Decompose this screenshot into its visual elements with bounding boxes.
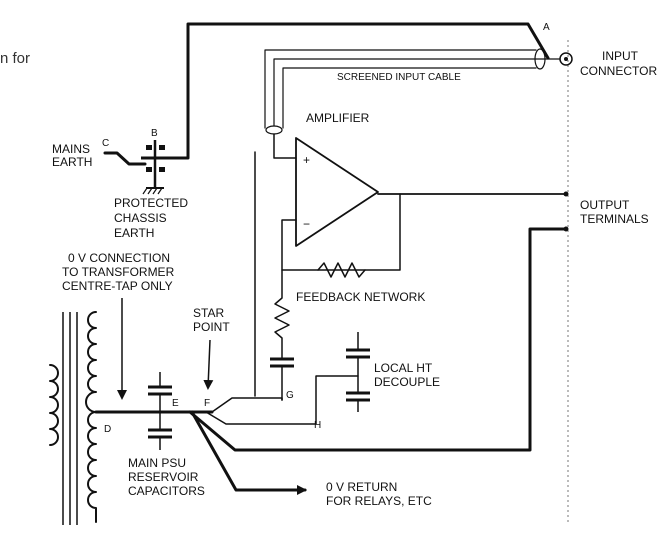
- output-terminals-label-1: OUTPUT: [580, 198, 630, 212]
- output-return-wire: [188, 227, 568, 452]
- g-return-wire: [211, 397, 283, 413]
- chassis-ground-wire: [165, 22, 550, 160]
- zero-v-return-wire: [190, 410, 307, 495]
- input-connector-label-2: CONNECTOR: [580, 64, 657, 78]
- node-g-label: G: [286, 390, 294, 401]
- output-terminal-dot: [563, 191, 569, 197]
- zero-v-return-label-2: FOR RELAYS, ETC: [326, 494, 432, 508]
- screened-cable-label: SCREENED INPUT CABLE: [337, 72, 461, 83]
- star-point-label-2: POINT: [193, 320, 230, 334]
- mains-earth-label-1: MAINS: [52, 142, 90, 156]
- node-b-label: B: [151, 128, 158, 139]
- local-ht-label-2: DECOUPLE: [374, 375, 440, 389]
- main-psu-label-1: MAIN PSU: [128, 456, 186, 470]
- chassis-label-3: EARTH: [114, 226, 154, 240]
- cropped-caption-fragment: n for: [0, 50, 30, 67]
- star-point-pointer-arrow: [203, 339, 214, 390]
- input-connector-symbol: [559, 52, 573, 66]
- node-a-label: A: [543, 22, 550, 33]
- node-d-label: D: [104, 424, 111, 435]
- minus-sign: −: [303, 217, 310, 231]
- local-ht-label-1: LOCAL HT: [374, 361, 433, 375]
- feedback-loop-wire: [281, 193, 401, 271]
- main-psu-label-2: RESERVOIR: [128, 470, 199, 484]
- feedback-resistor-horizontal: [317, 262, 366, 278]
- node-c-label: C: [102, 138, 109, 149]
- plus-input-wire: [273, 133, 297, 159]
- chassis-label-1: PROTECTED: [114, 196, 188, 210]
- star-point-label-1: STAR: [193, 306, 224, 320]
- chassis-earth-symbol: [141, 140, 169, 195]
- amplifier-label: AMPLIFIER: [306, 111, 370, 125]
- screened-input-cable: [264, 48, 561, 135]
- node-e-label: E: [172, 398, 179, 409]
- output-terminals-label-2: TERMINALS: [580, 212, 649, 226]
- mains-earth-wire: [103, 151, 147, 166]
- zero-v-connection-label-3: CENTRE-TAP ONLY: [62, 279, 173, 293]
- mains-earth-label-2: EARTH: [52, 155, 92, 169]
- main-psu-capacitors: [148, 372, 172, 450]
- zero-v-connection-label-1: 0 V CONNECTION: [68, 251, 170, 265]
- feedback-network-label: FEEDBACK NETWORK: [296, 290, 425, 304]
- chassis-label-2: CHASSIS: [114, 211, 167, 225]
- input-connector-label-1: INPUT: [602, 49, 639, 63]
- plus-sign: +: [303, 153, 310, 167]
- local-ht-decouple-capacitors: [346, 332, 370, 412]
- node-f-label: F: [204, 398, 210, 409]
- node-h-label: H: [314, 420, 321, 431]
- amplifier-symbol: [295, 137, 379, 247]
- main-psu-label-3: CAPACITORS: [128, 484, 205, 498]
- output-terminal-dot-2: [563, 226, 569, 232]
- zero-v-return-label-1: 0 V RETURN: [326, 480, 397, 494]
- transformer-symbol: [49, 311, 97, 525]
- feedback-resistor-vertical: [274, 269, 290, 359]
- feedback-capacitor: [270, 357, 294, 368]
- zero-v-connection-label-2: TO TRANSFORMER: [62, 265, 175, 279]
- h-return-wire: [205, 375, 359, 425]
